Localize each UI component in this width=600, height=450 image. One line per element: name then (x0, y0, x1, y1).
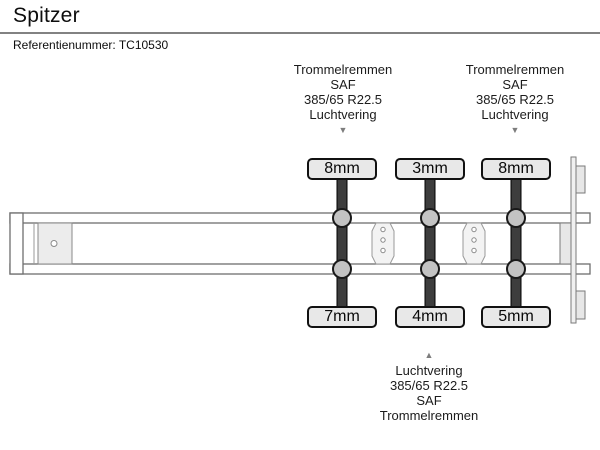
rear-bracket-bottom (575, 290, 586, 320)
kingpin (50, 240, 58, 247)
axle1-spec-annotation: Trommelremmen SAF 385/65 R22.5 Luchtveri… (294, 62, 392, 135)
rear-bumper-bar (570, 156, 577, 324)
hub-axle3-right (506, 259, 526, 279)
tread-depth-label: 7mm (307, 306, 377, 328)
annotation-line: 385/65 R22.5 (389, 378, 469, 393)
annotation-line: Trommelremmen (293, 62, 393, 77)
annotation-line: 385/65 R22.5 (303, 92, 383, 107)
hub-axle1-left (332, 208, 352, 228)
axle-2 (424, 173, 436, 311)
tread-depth-label: 8mm (307, 158, 377, 180)
annotation-line: Luchtvering (481, 107, 549, 122)
front-crossmember (9, 212, 24, 275)
chassis-rail-bottom (9, 263, 591, 275)
annotation-line: Trommelremmen (465, 62, 565, 77)
arrow-down-icon: ▼ (510, 125, 520, 135)
annotation-line: SAF (416, 393, 442, 408)
axle-1 (336, 173, 348, 311)
annotation-line: Trommelremmen (379, 408, 479, 423)
crossmember-plate-1 (371, 222, 395, 265)
tread-depth-label: 3mm (395, 158, 465, 180)
hub-axle3-left (506, 208, 526, 228)
arrow-up-icon: ▲ (424, 350, 434, 360)
axle-3 (510, 173, 522, 311)
arrow-down-icon: ▼ (338, 125, 348, 135)
axle2-spec-annotation: ▲ Luchtvering 385/65 R22.5 SAF Trommelre… (380, 350, 478, 423)
annotation-line: Luchtvering (395, 363, 463, 378)
hub-axle2-right (420, 259, 440, 279)
chassis-rail-top (9, 212, 591, 224)
title-divider (0, 32, 600, 34)
hub-axle2-left (420, 208, 440, 228)
axle3-spec-annotation: Trommelremmen SAF 385/65 R22.5 Luchtveri… (466, 62, 564, 135)
annotation-line: Luchtvering (309, 107, 377, 122)
rear-bracket-top (575, 165, 586, 194)
crossmember-plate-2 (462, 222, 486, 265)
annotation-line: SAF (330, 77, 356, 92)
tread-depth-label: 5mm (481, 306, 551, 328)
annotation-line: SAF (502, 77, 528, 92)
annotation-line: 385/65 R22.5 (475, 92, 555, 107)
tread-depth-label: 4mm (395, 306, 465, 328)
tread-depth-label: 8mm (481, 158, 551, 180)
reference-number: Referentienummer: TC10530 (13, 38, 169, 52)
hub-axle1-right (332, 259, 352, 279)
page-title: Spitzer (13, 4, 80, 27)
